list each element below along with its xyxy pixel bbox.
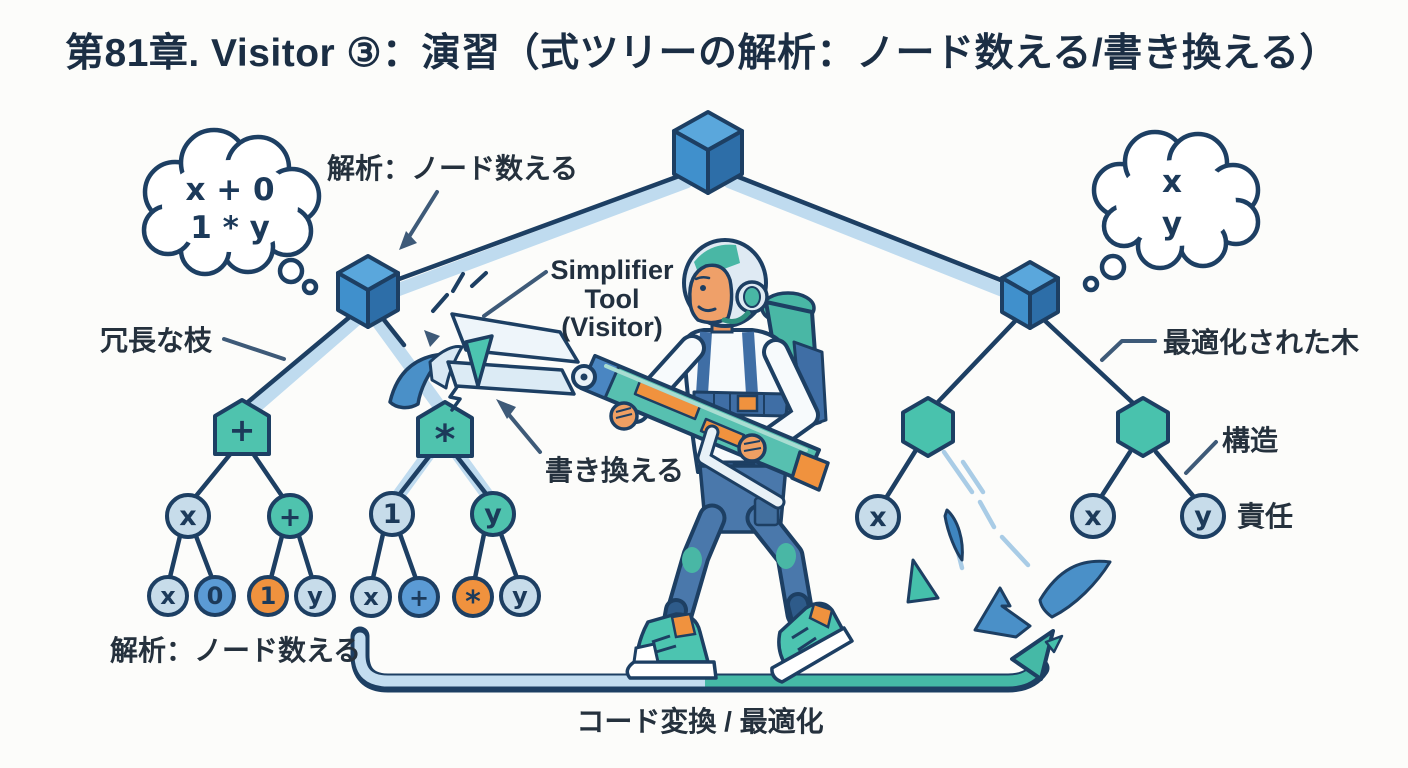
barrel-end-cap	[790, 450, 830, 492]
label-tool-line2: Tool	[585, 284, 640, 314]
right-leaf-x1: x	[855, 494, 901, 540]
mid-node-label: +	[279, 502, 302, 533]
shear-blade-lower	[446, 360, 576, 396]
thought-text: 1 * y	[190, 210, 270, 246]
thought-bubble-left: x + 0 1 * y	[141, 127, 322, 296]
op-node-star-label: *	[435, 417, 456, 463]
left-shoe	[625, 612, 718, 680]
op-node-plus: +	[213, 398, 271, 456]
left-tree-root-cube	[336, 254, 400, 329]
mid-node-plus: +	[267, 493, 313, 539]
worker-character	[622, 238, 854, 684]
label-code-transform: コード変換 / 最適化	[576, 705, 823, 737]
leaf-label: y	[307, 582, 323, 610]
label-analyze-top: 解析：ノード数える	[327, 153, 578, 184]
hands	[609, 401, 767, 463]
arrowhead	[1010, 629, 1055, 681]
leaf-label: x	[869, 502, 886, 533]
label-tool-line1: Simplifier	[550, 255, 674, 285]
face	[688, 263, 734, 325]
mid-node-label: y	[484, 499, 502, 530]
arrowhead	[399, 231, 417, 250]
leaf-label: x	[1084, 501, 1101, 532]
falling-branch-trajectory	[941, 449, 1031, 571]
legs	[660, 464, 815, 644]
page-title: 第81章. Visitor ③：演習（式ツリーの解析：ノード数える/書き換える）	[65, 31, 1339, 75]
hex-node-right	[1116, 396, 1170, 458]
chin-strap	[721, 310, 751, 324]
label-structure: 構造	[1222, 425, 1278, 456]
mid-node-one: 1	[369, 491, 415, 537]
thought-text: y	[1162, 206, 1182, 242]
leaf-label: x	[160, 582, 176, 610]
leaf-label: 0	[207, 582, 224, 610]
head	[682, 238, 769, 334]
label-responsibility: 責任	[1237, 501, 1293, 532]
eye	[700, 285, 706, 291]
mid-node-y: y	[470, 491, 516, 537]
leaf-label: *	[465, 585, 481, 620]
op-node-plus-label: +	[229, 411, 256, 449]
op-node-star: *	[416, 400, 474, 463]
leaf-label: y	[512, 582, 528, 610]
label-optimized-tree: 最適化された木	[1163, 326, 1359, 358]
leaf-label: +	[409, 584, 429, 612]
annotations: 解析：ノード数える 冗長な枝 Simplifier Tool (Visitor)…	[100, 153, 1359, 737]
label-tool-line3: (Visitor)	[561, 312, 663, 342]
smile	[697, 305, 717, 313]
right-leaf-x2: x	[1070, 493, 1116, 539]
arrowhead	[496, 399, 516, 419]
hex-node-left	[901, 396, 955, 458]
mid-node-label: x	[179, 501, 196, 532]
label-analyze-bottom: 解析：ノード数える	[110, 635, 361, 666]
right-tree-root-cube	[1000, 260, 1060, 330]
tree-edges	[167, 169, 1197, 582]
cut-wedge	[464, 334, 494, 388]
cut-branch-debris-right	[906, 508, 1112, 654]
leaf-label: x	[363, 583, 379, 611]
thought-text: x	[1162, 164, 1182, 200]
leaf-label: y	[1194, 501, 1212, 532]
right-hand	[737, 433, 767, 463]
right-tree: x x y	[855, 260, 1226, 540]
thought-bubble-right: x y	[1082, 129, 1261, 293]
leaf-row: x 0 1 y x + * y	[147, 575, 541, 620]
thought-text: x + 0	[185, 172, 274, 208]
right-leaf-y: y	[1180, 493, 1226, 539]
right-shoe	[770, 601, 854, 684]
leaf-label: 1	[260, 582, 277, 610]
cut-branch-debris-left	[388, 345, 464, 410]
label-rewrite: 書き換える	[545, 455, 684, 486]
root-cube	[672, 110, 744, 195]
mid-node-x: x	[165, 493, 211, 539]
label-redundant-branch: 冗長な枝	[100, 325, 213, 356]
mid-node-label: 1	[383, 499, 402, 530]
left-tree: + * x + 1 y x 0 1 y	[147, 254, 541, 620]
code-transform-arrow	[350, 626, 1055, 693]
impact-sparks	[424, 271, 488, 412]
